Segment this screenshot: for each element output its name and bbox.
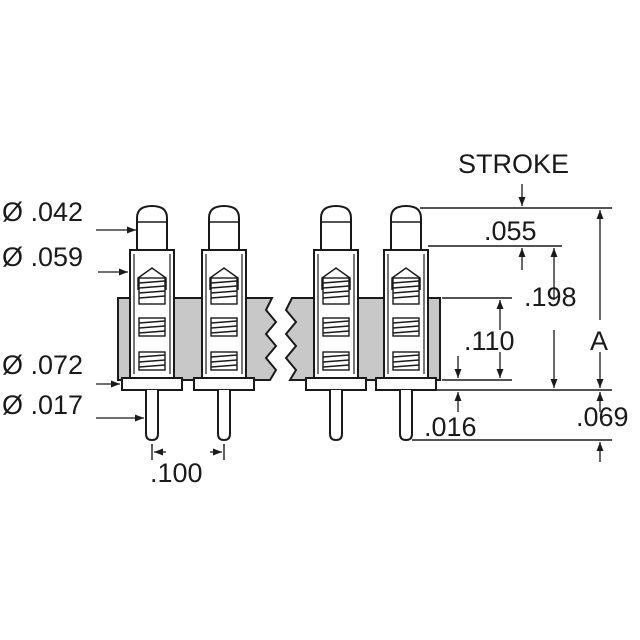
label-110: .110: [464, 326, 515, 356]
label-dia-059: Ø .059: [2, 242, 83, 272]
label-dia-072: Ø .072: [2, 350, 83, 380]
label-055: .055: [484, 216, 537, 246]
pogo-pin-4: [375, 205, 437, 441]
label-198: .198: [524, 282, 577, 312]
pogo-pin-3: [305, 205, 367, 441]
pogo-pin-2: [193, 205, 255, 441]
label-016: .016: [424, 412, 477, 442]
label-dia-042: Ø .042: [2, 197, 83, 227]
label-pitch-100: .100: [150, 458, 203, 488]
label-stroke: STROKE: [458, 149, 569, 179]
pogo-pin-1: [121, 205, 183, 441]
label-dia-017: Ø .017: [2, 390, 83, 420]
label-A: A: [590, 326, 608, 356]
label-069: .069: [576, 402, 629, 432]
